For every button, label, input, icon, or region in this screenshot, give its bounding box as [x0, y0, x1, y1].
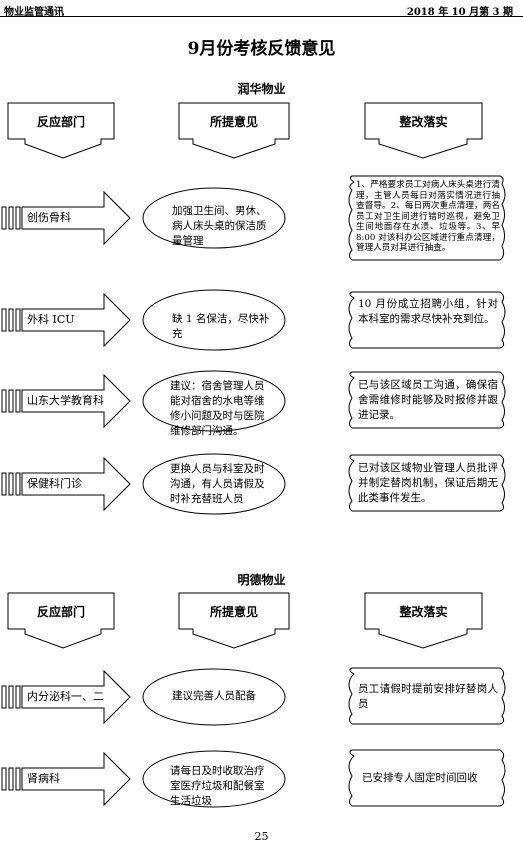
- dept-label: 内分泌科一、二: [27, 690, 104, 703]
- page-title: 9月份考核反馈意见: [187, 39, 336, 59]
- colhead-issue-2: 所提意见: [209, 605, 258, 619]
- dept-label: 肾病科: [27, 772, 60, 785]
- fix-text: 1、严格要求员工对病人床头桌进行清理，主管人员每日对落实情况进行抽查督导。2、每…: [356, 180, 500, 253]
- section-title-mingde: 明德物业: [237, 573, 286, 587]
- section-title-runhua: 润华物业: [237, 82, 286, 96]
- colhead-arrow-dept-2: [7, 592, 115, 649]
- colhead-issue: 所提意见: [209, 115, 258, 129]
- issue-text: 建议：宿舍管理人员能对宿舍的水电等维修小问题及时与医院维修部门沟通。: [170, 380, 265, 437]
- issue-text: 加强卫生间、男休、病人床头桌的保洁质量管理: [172, 205, 267, 247]
- colhead-dept: 反应部门: [36, 115, 85, 129]
- issue-text: 请每日及时收取治疗室医疗垃圾和配餐室生活垃圾: [170, 765, 265, 807]
- row-shapes-3: [1, 370, 506, 432]
- colhead-arrow-fix-2: [364, 592, 483, 649]
- issue-text: 缺 1 名保洁，尽快补充: [172, 313, 270, 340]
- fix-text: 员工请假时提前安排好替岗人员: [358, 683, 498, 710]
- row-shapes-6: [1, 749, 506, 808]
- dept-label: 外科 ICU: [27, 313, 75, 326]
- dept-label: 创伤骨科: [27, 211, 71, 224]
- page-number: 25: [254, 830, 269, 843]
- fix-text: 已对该区域物业管理人员批评并制定替岗机制，保证后期无此类事件发生。: [358, 462, 498, 504]
- fix-text: 已与该区域员工沟通，确保宿舍需维修时能够及时报修并跟进记录。: [358, 379, 498, 421]
- colhead-fix: 整改落实: [399, 115, 448, 129]
- dept-label: 山东大学教育科: [27, 394, 104, 407]
- fix-text: 10 月份成立招聘小组，针对本科室的需求尽快补充到位。: [358, 298, 498, 325]
- row-shapes-5: [1, 667, 506, 726]
- header-rule: [0, 16, 523, 17]
- journal-name: 物业监管通讯: [4, 7, 64, 18]
- issue-text: 建议完善人员配备: [172, 690, 256, 702]
- issue-date: 2018 年 10 月第 3 期: [406, 7, 513, 18]
- colhead-arrow-dept: [7, 102, 115, 159]
- fix-text: 已安排专人固定时间回收: [362, 772, 478, 784]
- row-shapes-4: [1, 453, 506, 515]
- colhead-arrow-issue: [178, 102, 290, 159]
- colhead-arrow-issue-2: [178, 592, 290, 649]
- row-shapes-2: [1, 289, 506, 351]
- colhead-dept-2: 反应部门: [36, 605, 85, 619]
- row-shapes-1: [1, 175, 506, 261]
- colhead-fix-2: 整改落实: [399, 605, 448, 619]
- colhead-arrow-fix: [364, 102, 483, 159]
- dept-label: 保健科门诊: [27, 477, 82, 490]
- issue-text: 更换人员与科室及时沟通，有人员请假及时补充替班人员: [170, 463, 265, 505]
